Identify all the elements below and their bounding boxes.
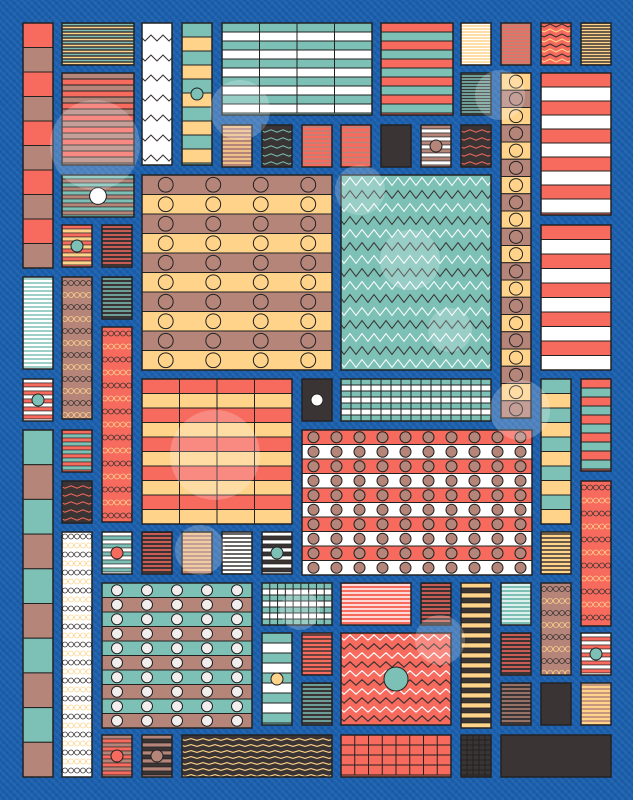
pattern-tile: [141, 22, 173, 166]
circle-mark: [429, 139, 443, 153]
pattern-tile: [540, 582, 572, 676]
pattern-tile: [540, 682, 572, 726]
pattern-tile: [460, 22, 492, 66]
pattern-tile: [22, 429, 54, 778]
glow-spot: [170, 410, 260, 500]
pattern-tile: [580, 632, 612, 676]
circle-mark: [31, 393, 45, 407]
pattern-tile: [540, 224, 612, 371]
circle-mark: [310, 393, 324, 407]
pattern-tile: [500, 582, 532, 626]
pattern-tile: [261, 632, 293, 726]
pattern-tile: [22, 276, 54, 370]
pattern-tile: [141, 531, 173, 575]
pattern-tile: [340, 378, 492, 422]
pattern-tile: [141, 174, 333, 371]
pattern-tile: [141, 378, 293, 525]
pattern-tile: [301, 378, 333, 422]
pattern-tile: [460, 582, 492, 729]
pattern-tile: [61, 429, 93, 473]
pattern-tile: [141, 734, 173, 778]
circle-mark: [150, 749, 164, 763]
pattern-tile: [301, 632, 333, 676]
circle-mark: [270, 546, 284, 560]
pattern-tile: [500, 22, 532, 66]
pattern-tile: [181, 22, 213, 166]
glow-spot: [428, 308, 472, 352]
pattern-tile: [61, 72, 135, 166]
pattern-tile: [580, 22, 612, 66]
circle-mark: [70, 239, 84, 253]
pattern-tile: [340, 632, 452, 726]
pattern-tile: [101, 531, 133, 575]
pattern-tile: [22, 22, 54, 269]
pattern-tile: [101, 582, 253, 729]
pattern-tile: [340, 734, 452, 778]
pattern-tile: [61, 276, 93, 420]
pattern-tile: [181, 734, 333, 778]
pattern-tile: [580, 378, 612, 472]
pattern-tile: [301, 429, 533, 576]
pattern-tile: [420, 582, 452, 626]
pattern-tile: [460, 72, 492, 116]
glow-spot: [280, 590, 320, 630]
pattern-tile: [580, 682, 612, 726]
pattern-tile: [101, 326, 133, 523]
pattern-tile: [181, 531, 213, 575]
circle-mark: [110, 749, 124, 763]
pattern-tile: [61, 174, 135, 218]
pattern-tile: [61, 224, 93, 268]
pattern-tile: [101, 734, 133, 778]
pattern-tile: [380, 22, 454, 116]
pattern-tile: [101, 224, 133, 268]
pattern-tile: [500, 72, 532, 419]
circle-mark: [89, 187, 107, 205]
pattern-tile: [261, 124, 293, 168]
pattern-tile: [301, 124, 333, 168]
glow-spot: [210, 80, 270, 140]
pattern-tile: [340, 174, 492, 371]
pattern-tile: [580, 480, 612, 627]
pattern-tile: [221, 124, 253, 168]
pattern-tile: [380, 124, 412, 168]
circle-mark: [110, 546, 124, 560]
pattern-tile: [500, 682, 532, 726]
pattern-tile: [340, 124, 372, 168]
pattern-tile: [261, 582, 333, 626]
pattern-tile: [540, 22, 572, 66]
pattern-tile: [340, 582, 412, 626]
pattern-tile: [301, 682, 333, 726]
circle-mark: [270, 672, 284, 686]
circle-mark: [383, 666, 409, 692]
circle-mark: [190, 87, 204, 101]
pattern-tile: [540, 378, 572, 525]
glow-spot: [490, 380, 550, 440]
pattern-tile: [101, 276, 133, 320]
pattern-tile: [22, 378, 54, 422]
pattern-tile: [61, 22, 135, 66]
glow-spot: [475, 70, 525, 120]
glow-spot: [50, 100, 140, 190]
pattern-tile: [500, 734, 612, 778]
pattern-tile: [460, 124, 492, 168]
pattern-tile: [460, 734, 492, 778]
pattern-tile: [540, 531, 572, 575]
pattern-tile: [61, 480, 93, 524]
glow-spot: [335, 165, 385, 215]
pattern-tile: [221, 22, 373, 116]
glow-spot: [380, 230, 440, 290]
pattern-tile: [500, 632, 532, 676]
pattern-tile: [540, 72, 612, 216]
glow-spot: [175, 525, 225, 575]
glow-spot: [415, 615, 465, 665]
pattern-tile: [261, 531, 293, 575]
pattern-tile: [221, 531, 253, 575]
pattern-tile: [61, 531, 93, 778]
pattern-tile: [420, 124, 452, 168]
circle-mark: [589, 647, 603, 661]
